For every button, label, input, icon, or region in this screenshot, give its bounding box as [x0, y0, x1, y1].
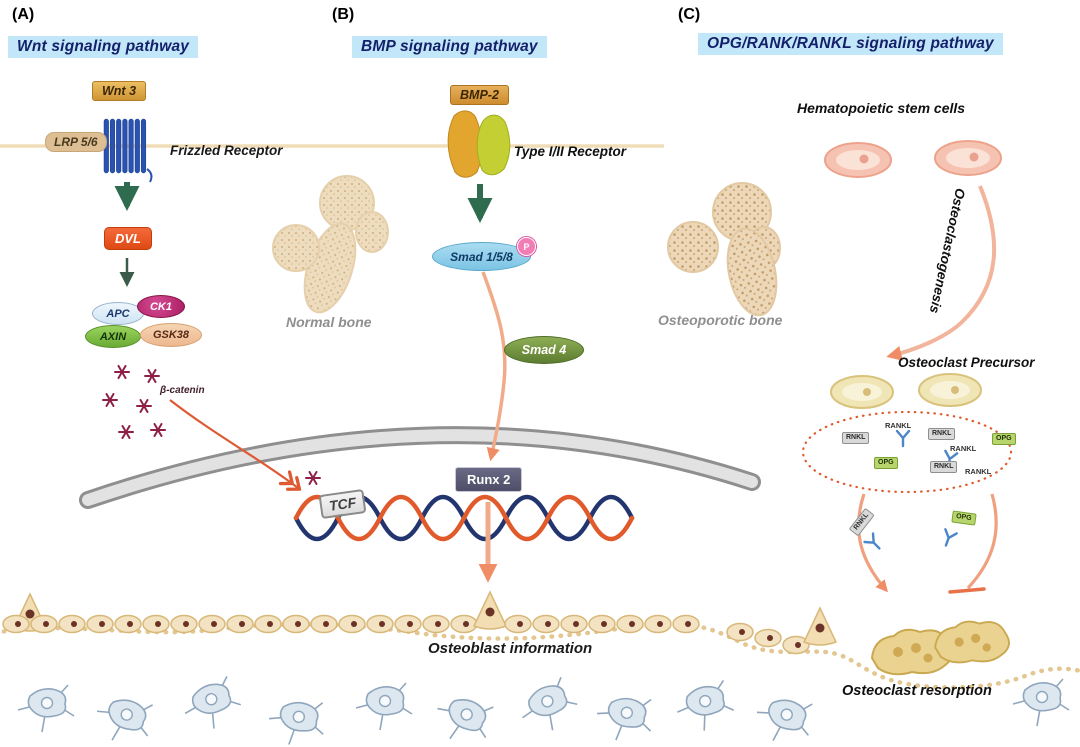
rankl-promotes-arrow — [857, 493, 888, 593]
rank-receptor-icon — [895, 429, 911, 448]
osteoclast-resorption-label: Osteoclast resorption — [842, 683, 992, 699]
gsk38-protein: GSK38 — [140, 323, 202, 347]
rankl-tag: RANKL — [950, 444, 977, 453]
runx2-factor: Runx 2 — [455, 467, 523, 492]
panel-c-letter: (C) — [678, 6, 701, 23]
bmp-receptor-graphic — [447, 110, 511, 178]
smad4-protein: Smad 4 — [504, 336, 584, 364]
osteoblast-cell-row — [2, 591, 837, 655]
opg-tag: OPG — [992, 433, 1016, 445]
rankl-tag: RANKL — [885, 421, 912, 430]
osteoporotic-bone-graphic — [667, 182, 781, 317]
normal-bone-label: Normal bone — [286, 314, 372, 330]
rnkl-tag: RNKL — [842, 432, 870, 444]
panel-a-letter: (A) — [12, 6, 35, 23]
smad-to-runx2-arrow — [481, 271, 507, 462]
lrp56-coreceptor: LRP 5/6 — [45, 132, 107, 152]
rank-receptor-icon — [939, 528, 958, 549]
opg-tag: OPG — [874, 457, 898, 469]
phosphate-badge: P — [517, 237, 536, 256]
bmp2-ligand: BMP-2 — [450, 85, 509, 105]
hematopoietic-stem-cells — [824, 140, 1002, 178]
panel-b-title: BMP signaling pathway — [352, 36, 547, 58]
osteoclast-cells — [871, 620, 1010, 676]
hematopoietic-stem-cells-label: Hematopoietic stem cells — [797, 100, 966, 116]
panel-c-title: OPG/RANK/RANKL signaling pathway — [698, 33, 1003, 55]
beta-catenin-to-tcf-arrow — [169, 399, 298, 488]
beta-catenin-label: β-catenin — [160, 385, 205, 396]
smad158-protein: Smad 1/5/8 — [432, 242, 531, 271]
frizzled-receptor-label: Frizzled Receptor — [170, 143, 283, 158]
osteoporotic-bone-label: Osteoporotic bone — [658, 312, 783, 328]
osteoclast-precursor-label: Osteoclast Precursor — [898, 355, 1035, 370]
rnkl-tag: RNKL — [930, 461, 958, 473]
osteoblast-information-label: Osteoblast information — [428, 640, 593, 657]
rank-receptor-icon — [863, 532, 885, 554]
opg-inhibits-arrow — [948, 493, 998, 594]
type-receptor-label: Type I/II Receptor — [514, 144, 627, 159]
rnkl-tag: RNKL — [928, 428, 956, 440]
axin-protein: AXIN — [85, 325, 141, 348]
osteoclastogenesis-arrow — [886, 185, 997, 361]
panel-b-letter: (B) — [332, 6, 355, 23]
rankl-opg-ellipse — [801, 410, 1013, 554]
rankl-tag: RANKL — [965, 467, 992, 476]
wnt3-ligand: Wnt 3 — [92, 81, 147, 101]
dvl-protein: DVL — [104, 227, 152, 250]
frizzled-receptor-graphic — [103, 118, 153, 183]
panel-a-title: Wnt signaling pathway — [8, 36, 199, 58]
normal-bone-graphic — [272, 175, 389, 314]
nuclear-membrane-arc — [79, 426, 761, 509]
osteoclast-precursor-cells — [830, 373, 982, 409]
ck1-protein: CK1 — [137, 295, 185, 318]
